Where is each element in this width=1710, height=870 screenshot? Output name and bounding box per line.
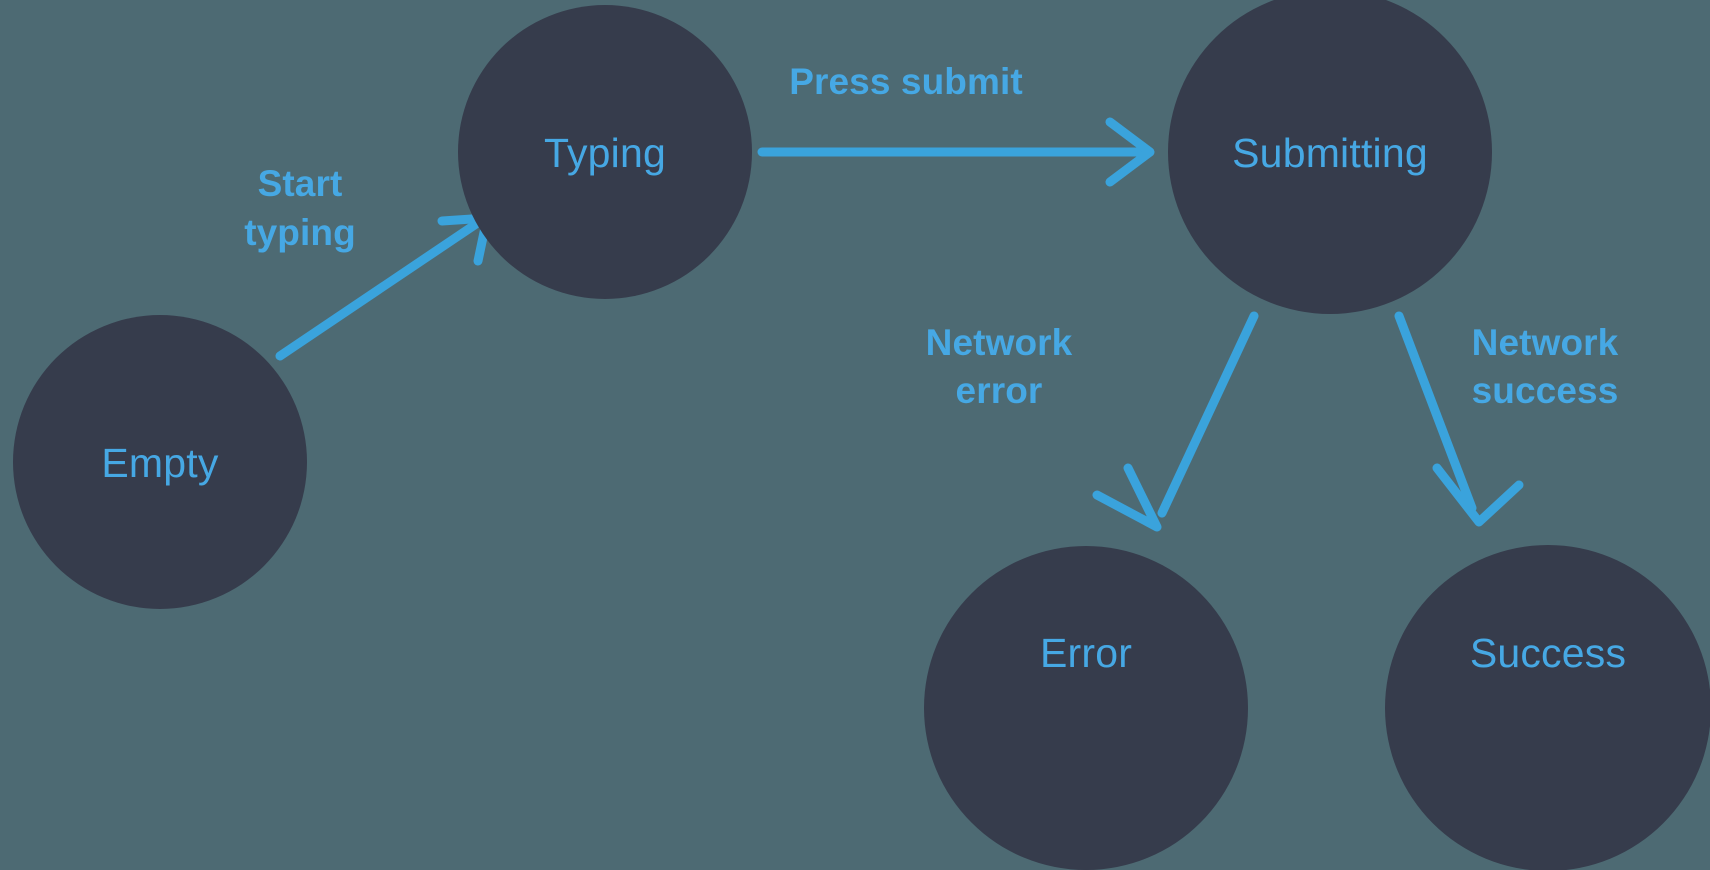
state-circle-success[interactable]	[1385, 545, 1710, 870]
start-typing-arrow-line	[275, 217, 484, 361]
edge-label-start-typing-line2: typing	[244, 212, 356, 253]
state-circle-error[interactable]	[924, 546, 1248, 870]
state-label-typing: Typing	[544, 130, 666, 176]
press-submit-arrow-head	[1105, 117, 1155, 187]
state-node-empty[interactable]: Empty	[13, 315, 307, 609]
state-node-success[interactable]: Success	[1385, 545, 1710, 870]
state-circle-typing[interactable]	[458, 5, 752, 299]
state-label-empty: Empty	[101, 440, 218, 486]
network-error-arrow-head	[1092, 463, 1162, 532]
state-label-submitting: Submitting	[1232, 130, 1428, 176]
network-error-arrow-line	[1157, 311, 1259, 518]
edge-label-press-submit: Press submit	[789, 61, 1023, 102]
state-circle-empty[interactable]	[13, 315, 307, 609]
state-node-typing[interactable]: Typing	[458, 5, 752, 299]
edge-network-success: Network success	[1394, 311, 1619, 527]
edge-label-start-typing-line1: Start	[258, 163, 343, 204]
state-label-success: Success	[1470, 630, 1626, 676]
network-success-arrow-line	[1394, 311, 1477, 513]
edge-label-network-error-line2: error	[956, 370, 1043, 411]
network-success-arrow-head	[1432, 463, 1524, 527]
edge-start-typing: Start typing	[244, 163, 492, 361]
edge-label-network-success-line2: success	[1472, 370, 1619, 411]
edge-network-error: Network error	[926, 311, 1259, 532]
state-label-error: Error	[1040, 630, 1132, 676]
state-node-submitting[interactable]: Submitting	[1168, 0, 1492, 314]
edge-label-network-success-line1: Network	[1472, 322, 1619, 363]
state-node-error[interactable]: Error	[924, 546, 1248, 870]
state-circle-submitting[interactable]	[1168, 0, 1492, 314]
edge-press-submit: Press submit	[757, 61, 1155, 187]
edge-label-network-error-line1: Network	[926, 322, 1073, 363]
